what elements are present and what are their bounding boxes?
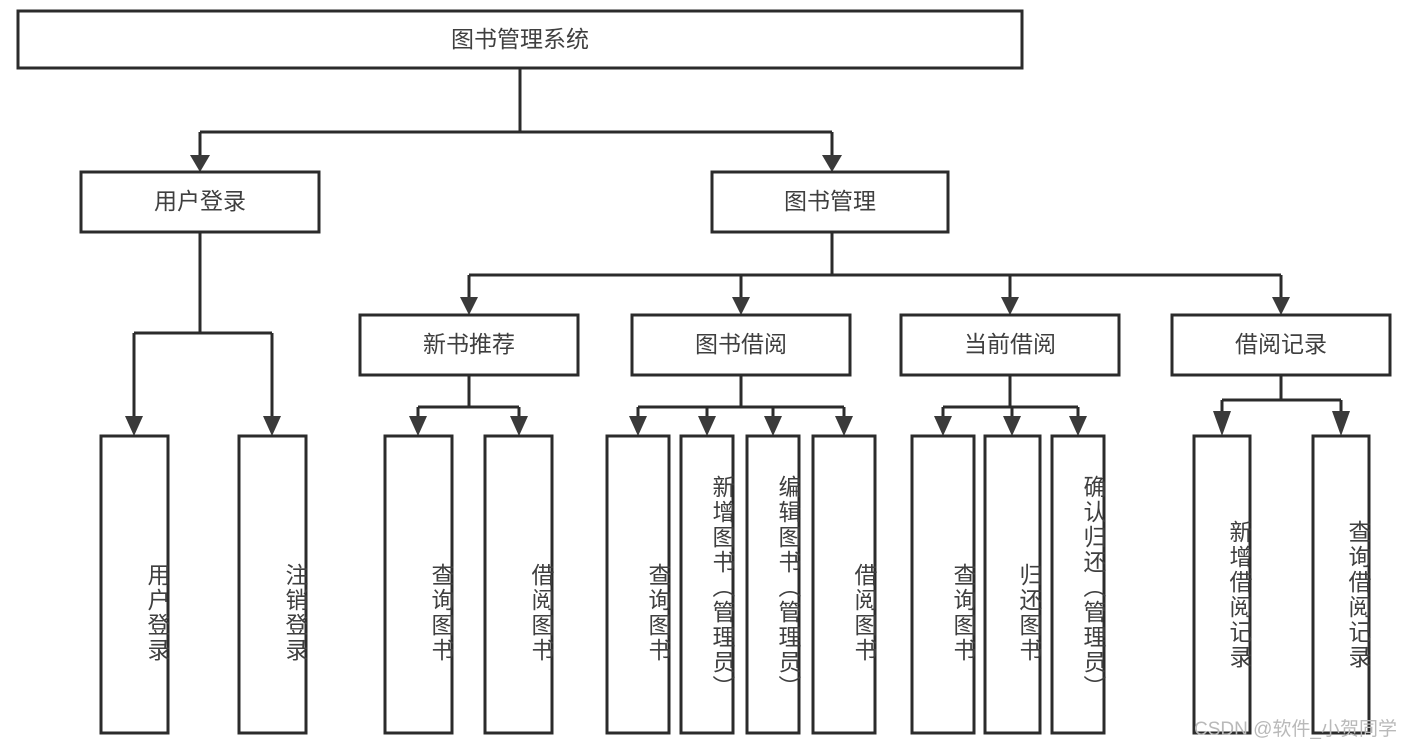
node-root[interactable]: 图书管理系统	[16, 9, 1024, 70]
connector-bookmgmt-to-level2	[460, 232, 1290, 315]
leaf-box-user-login[interactable]	[99, 434, 170, 735]
node-book-management[interactable]: 图书管理	[710, 170, 950, 234]
leaf-box-confirm-return-admin[interactable]	[1050, 434, 1106, 735]
node-new-book-recommend[interactable]: 新书推荐	[358, 313, 580, 377]
node-book-borrow[interactable]: 图书借阅	[630, 313, 852, 377]
node-user-login-label: 用户登录	[154, 188, 246, 214]
leaf-box-query-book-borrow[interactable]	[605, 434, 671, 735]
connector-record-to-leaves	[1213, 375, 1350, 436]
node-current-borrow-label: 当前借阅	[964, 331, 1056, 357]
leaf-box-borrow-book[interactable]	[811, 434, 877, 735]
connector-borrow-to-leaves	[629, 375, 853, 436]
connector-newbook-to-leaves	[409, 375, 528, 436]
leaf-box-query-book-current[interactable]	[910, 434, 976, 735]
node-root-label: 图书管理系统	[451, 26, 589, 52]
node-borrow-record[interactable]: 借阅记录	[1170, 313, 1392, 377]
leaf-box-return-book[interactable]	[983, 434, 1042, 735]
leaf-box-add-book-admin[interactable]	[679, 434, 735, 735]
leaf-boxes	[99, 434, 1371, 735]
leaf-box-query-borrow-record[interactable]	[1311, 434, 1371, 735]
leaf-box-add-borrow-record[interactable]	[1192, 434, 1252, 735]
node-book-management-label: 图书管理	[784, 188, 876, 214]
node-new-book-recommend-label: 新书推荐	[423, 331, 515, 357]
node-user-login[interactable]: 用户登录	[79, 170, 321, 234]
connector-current-to-leaves	[934, 375, 1087, 436]
node-borrow-record-label: 借阅记录	[1235, 331, 1327, 357]
leaf-box-logout-login[interactable]	[237, 434, 308, 735]
leaf-box-edit-book-admin[interactable]	[745, 434, 801, 735]
watermark-csdn: CSDN @软件_小贺同学	[1194, 719, 1397, 740]
node-current-borrow[interactable]: 当前借阅	[899, 313, 1121, 377]
connector-userlogin-to-leaves	[125, 232, 281, 436]
leaf-box-query-book-newbook[interactable]	[383, 434, 454, 735]
connector-root-to-level1	[190, 68, 842, 172]
leaf-box-borrow-book-newbook[interactable]	[483, 434, 554, 735]
node-book-borrow-label: 图书借阅	[695, 331, 787, 357]
